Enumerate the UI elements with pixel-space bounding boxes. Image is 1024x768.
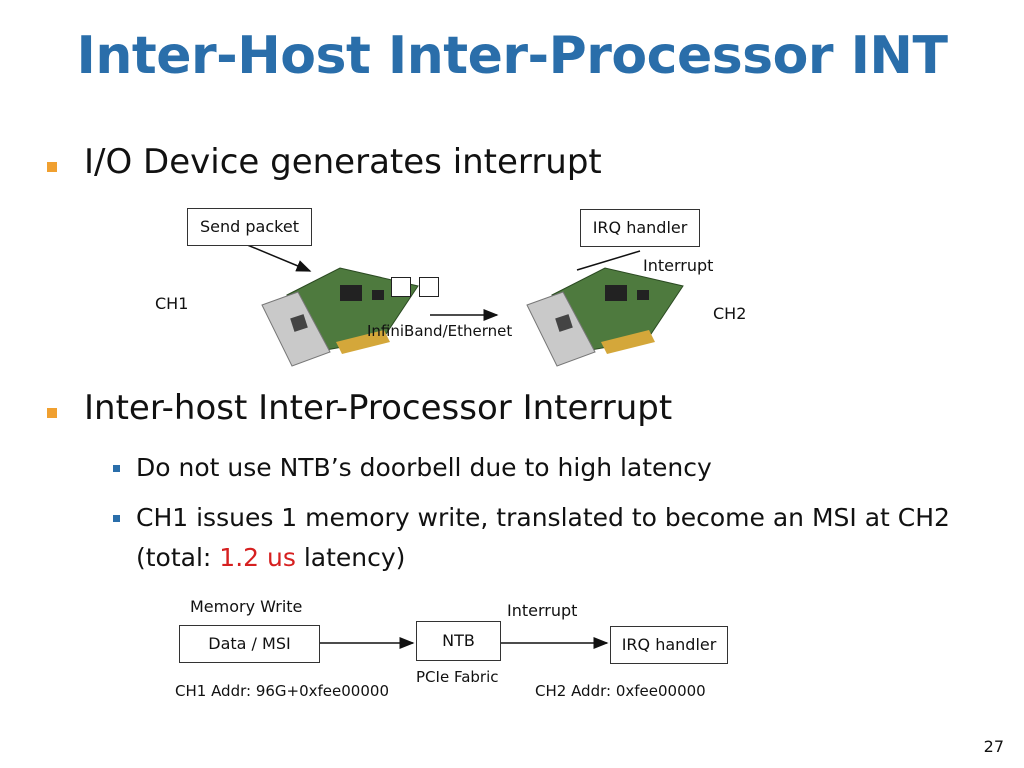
send-packet-box: Send packet: [187, 208, 312, 246]
ch1-label: CH1: [155, 294, 189, 313]
data-msi-box: Data / MSI: [179, 625, 320, 663]
ntb-box: NTB: [416, 621, 501, 661]
latency-highlight: 1.2 us: [219, 543, 296, 572]
bullet-2-text: Inter-host Inter-Processor Interrupt: [84, 388, 673, 428]
ch2-addr-label: CH2 Addr: 0xfee00000: [535, 682, 706, 700]
bullet-marker: [47, 408, 57, 418]
nic-card-left: [261, 267, 419, 367]
irq-handler-box-top: IRQ handler: [580, 209, 700, 247]
interrupt-label-bottom: Interrupt: [507, 601, 578, 620]
bullet-marker: [47, 162, 57, 172]
interrupt-label-top: Interrupt: [643, 256, 714, 275]
sub-bullet-marker: [113, 515, 120, 522]
packet-glyph: [391, 277, 411, 297]
sub-bullet-marker: [113, 465, 120, 472]
sub-bullet-2-part1: CH1 issues 1 memory write, translated to…: [136, 503, 950, 572]
infiniband-label: InfiniBand/Ethernet: [367, 322, 513, 340]
arrow-nic-to-irq: [576, 250, 641, 271]
bullet-1-text: I/O Device generates interrupt: [84, 142, 602, 182]
nic-card-right: [526, 267, 684, 367]
sub-bullet-1-text: Do not use NTB’s doorbell due to high la…: [136, 453, 712, 482]
arrow-send-to-nic: [244, 243, 312, 272]
memory-write-label: Memory Write: [190, 597, 303, 616]
ch1-addr-label: CH1 Addr: 96G+0xfee00000: [175, 682, 389, 700]
sub-bullet-2-part2: latency): [295, 543, 406, 572]
pcie-fabric-label: PCIe Fabric: [416, 668, 499, 686]
packet-glyph: [419, 277, 439, 297]
ch2-label: CH2: [713, 304, 747, 323]
slide-title: Inter-Host Inter-Processor INT: [76, 26, 948, 86]
sub-bullet-2-text: CH1 issues 1 memory write, translated to…: [136, 498, 986, 578]
page-number: 27: [983, 737, 1004, 756]
irq-handler-box-bottom: IRQ handler: [610, 626, 728, 664]
